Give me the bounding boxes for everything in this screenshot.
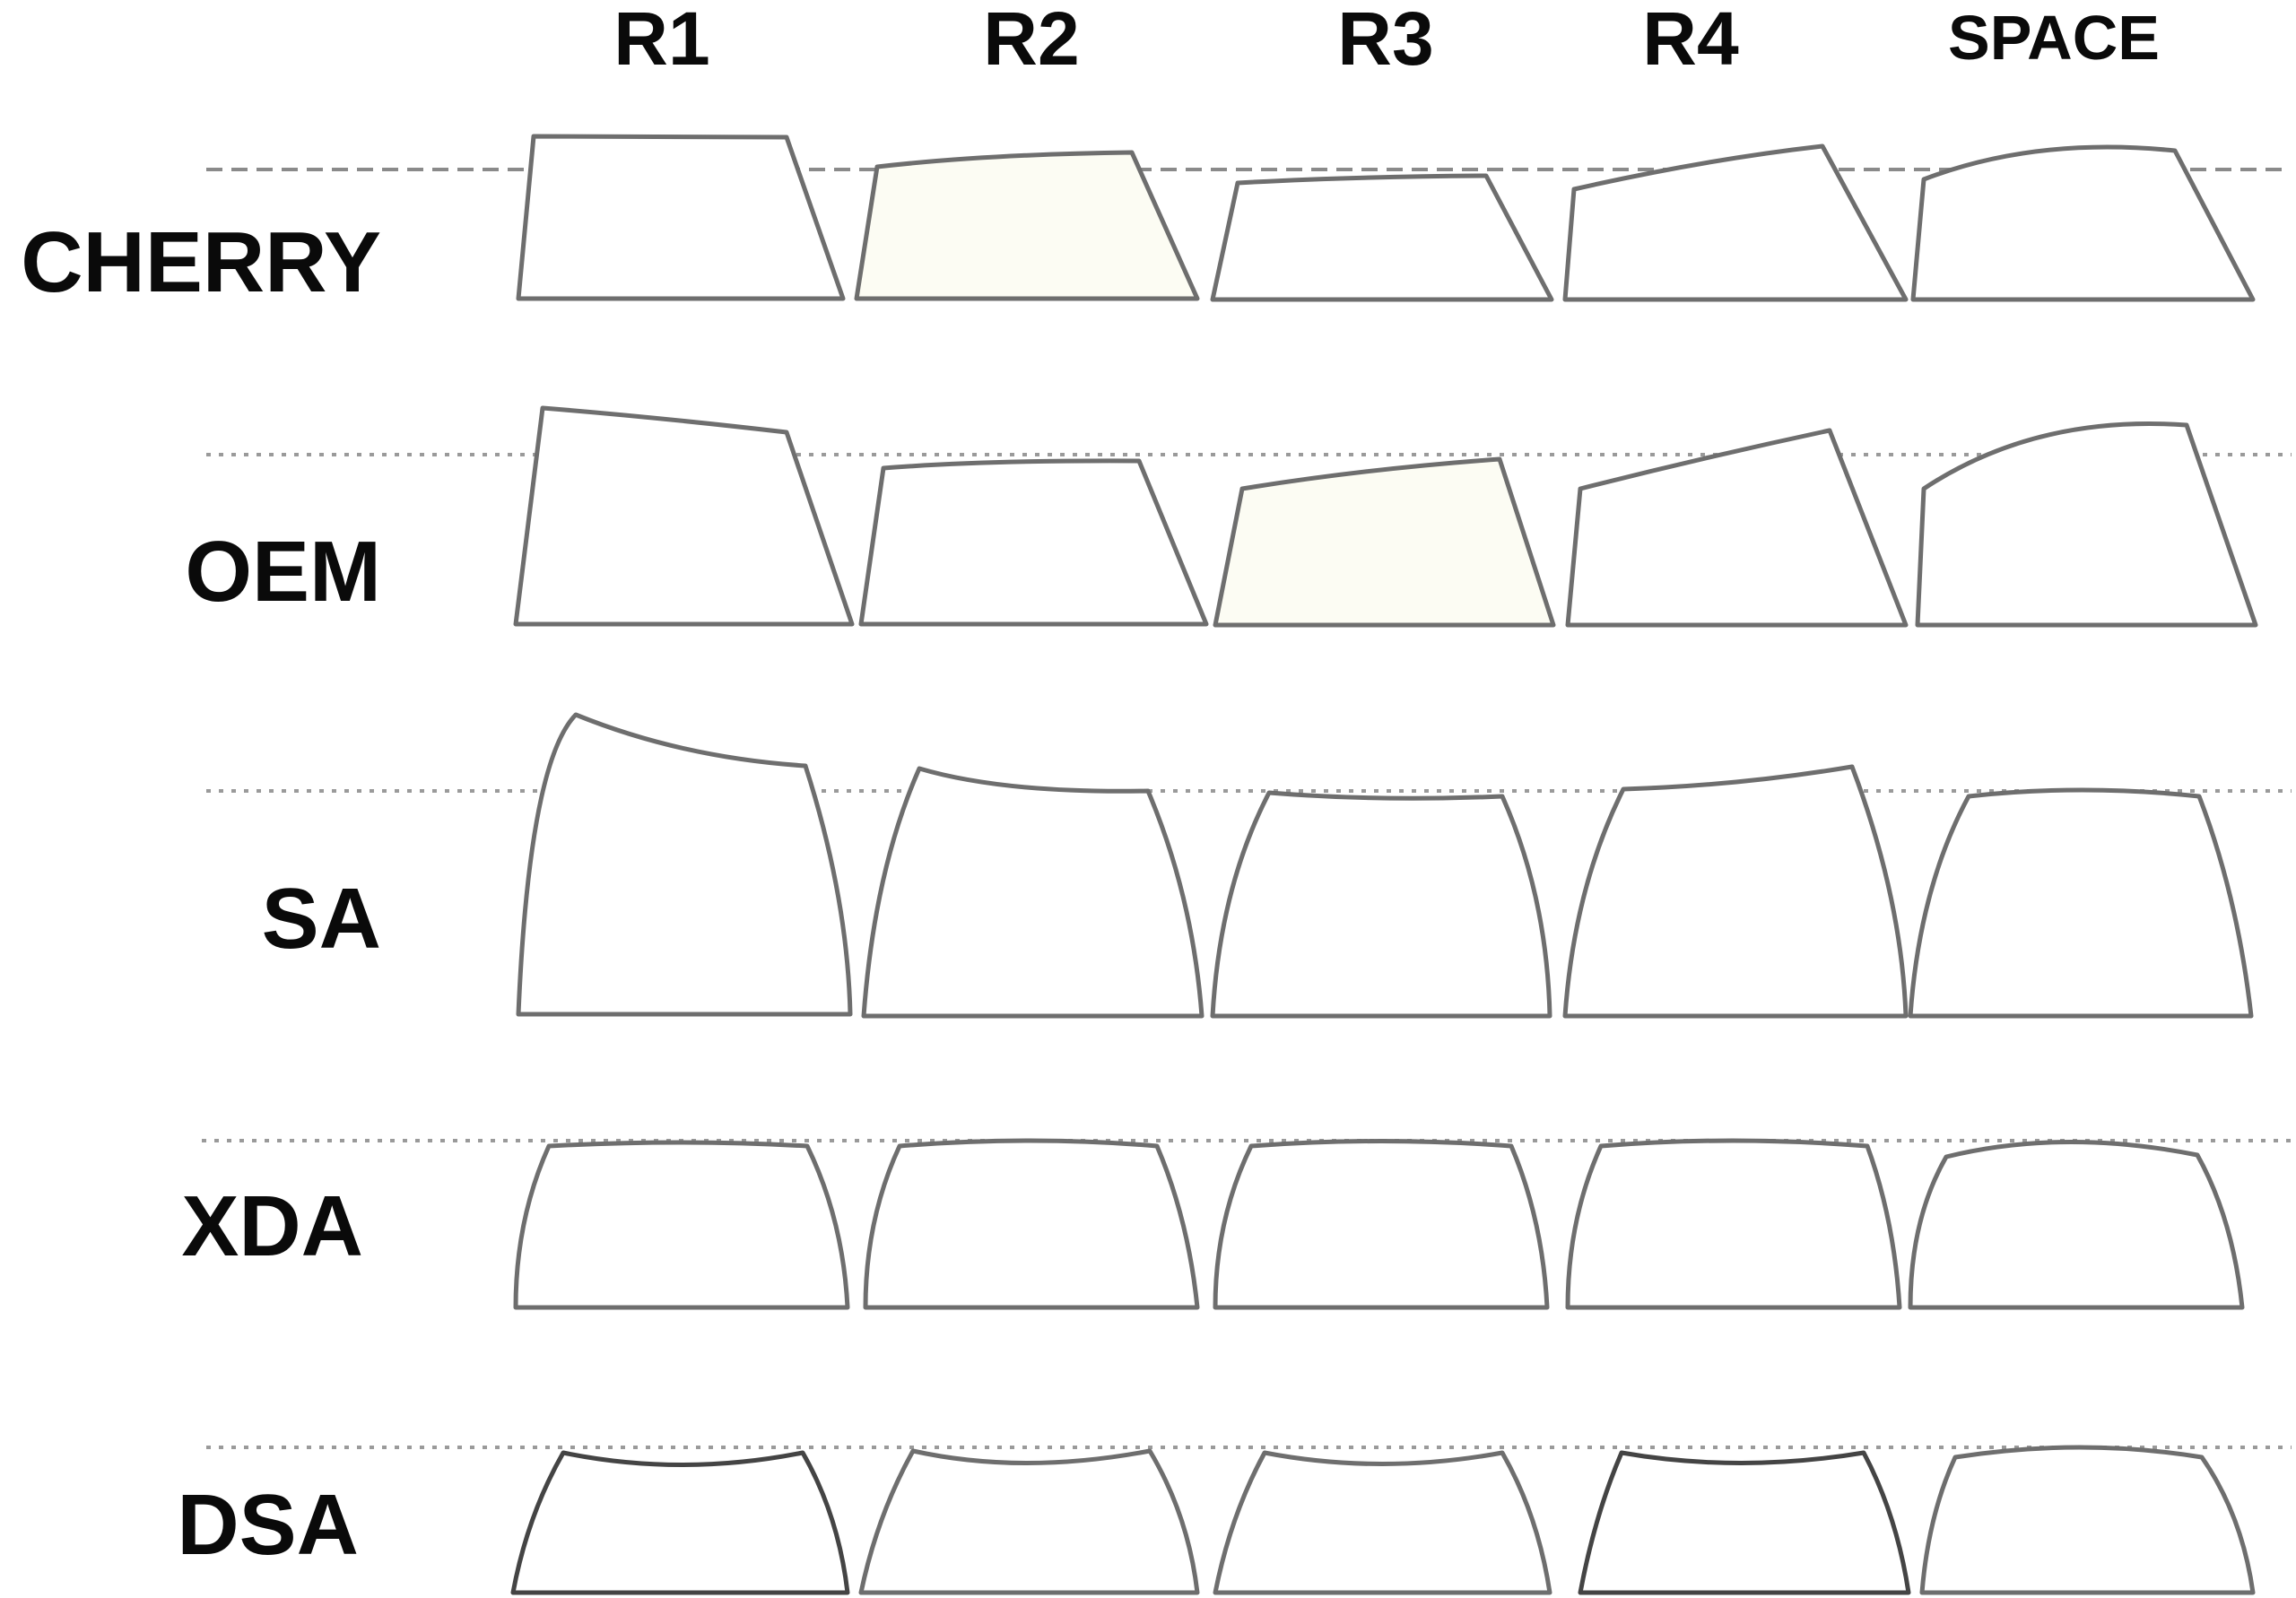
- keycap-dsa-space: [1919, 1445, 2256, 1595]
- keycap-cherry-r3: [1210, 173, 1554, 302]
- keycap-xda-r3: [1213, 1139, 1550, 1310]
- profile-row-dsa: [206, 1445, 2292, 1595]
- row-label-xda: XDA: [181, 1178, 363, 1274]
- keycap-oem-r3: [1213, 456, 1556, 628]
- row-label-dsa: DSA: [177, 1477, 359, 1573]
- keycap-oem-space: [1915, 421, 2258, 628]
- keycap-xda-r1: [513, 1140, 850, 1310]
- keycap-sa-r1: [516, 712, 853, 1017]
- keycap-sa-space: [1908, 787, 2254, 1019]
- keycap-xda-r2: [863, 1138, 1200, 1310]
- keycap-sa-r2: [861, 766, 1205, 1019]
- keycap-oem-r4: [1565, 428, 1909, 628]
- row-label-cherry: CHERRY: [21, 214, 381, 310]
- profile-row-sa: [206, 712, 2292, 1019]
- keycap-oem-r1: [513, 405, 855, 627]
- column-label-r4: R4: [1642, 0, 1739, 81]
- row-label-sa: SA: [262, 871, 381, 967]
- profile-row-oem: [206, 405, 2292, 628]
- keycap-sa-r4: [1562, 764, 1909, 1019]
- column-label-space: SPACE: [1948, 3, 2160, 73]
- keycap-dsa-r3: [1213, 1450, 1552, 1595]
- keycap-sa-r3: [1210, 790, 1552, 1019]
- keycap-xda-space: [1908, 1139, 2245, 1310]
- keycap-xda-r4: [1565, 1138, 1902, 1310]
- keycap-dsa-r2: [858, 1448, 1200, 1595]
- column-headers: R1 R2 R3 R4 SPACE: [613, 0, 2160, 81]
- column-label-r1: R1: [613, 0, 709, 81]
- column-label-r2: R2: [983, 0, 1079, 81]
- keycap-cherry-r1: [516, 134, 846, 301]
- keycap-oem-r2: [858, 458, 1209, 627]
- row-labels: CHERRY OEM SA XDA DSA: [21, 214, 381, 1573]
- keycap-dsa-r1: [510, 1450, 850, 1595]
- row-label-oem: OEM: [185, 524, 381, 620]
- keycap-dsa-r4: [1578, 1450, 1911, 1595]
- keycap-cherry-space: [1910, 144, 2256, 302]
- keycap-cherry-r4: [1562, 143, 1909, 302]
- profile-row-cherry: [206, 134, 2283, 302]
- keycap-cherry-r2: [854, 150, 1200, 301]
- column-label-r3: R3: [1337, 0, 1433, 81]
- profile-row-xda: [202, 1138, 2292, 1310]
